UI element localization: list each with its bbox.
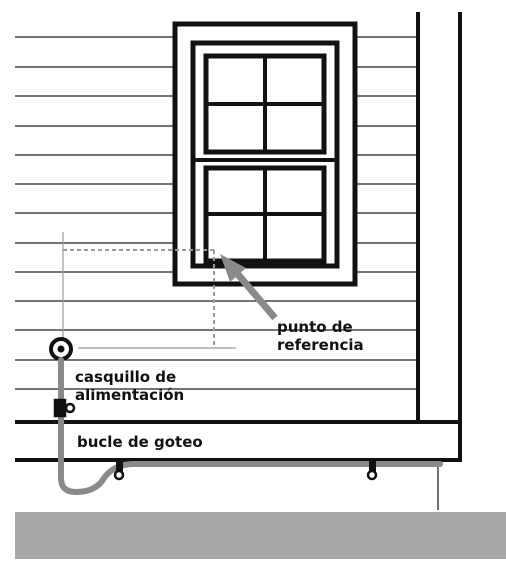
ground xyxy=(15,512,506,559)
window xyxy=(172,21,358,287)
corner-trim xyxy=(416,12,462,460)
reference-guides xyxy=(62,232,236,349)
drip-loop-label: bucle de goteo xyxy=(77,433,203,451)
fascia-board xyxy=(15,420,462,510)
reference-point-label: punto de referencia xyxy=(277,318,364,354)
siding-lines xyxy=(15,36,418,390)
cable-clips xyxy=(53,398,378,481)
power-bushing-label: casquillo de alimentación xyxy=(75,368,184,404)
reference-arrow xyxy=(220,254,278,321)
power-bushing xyxy=(49,337,73,361)
